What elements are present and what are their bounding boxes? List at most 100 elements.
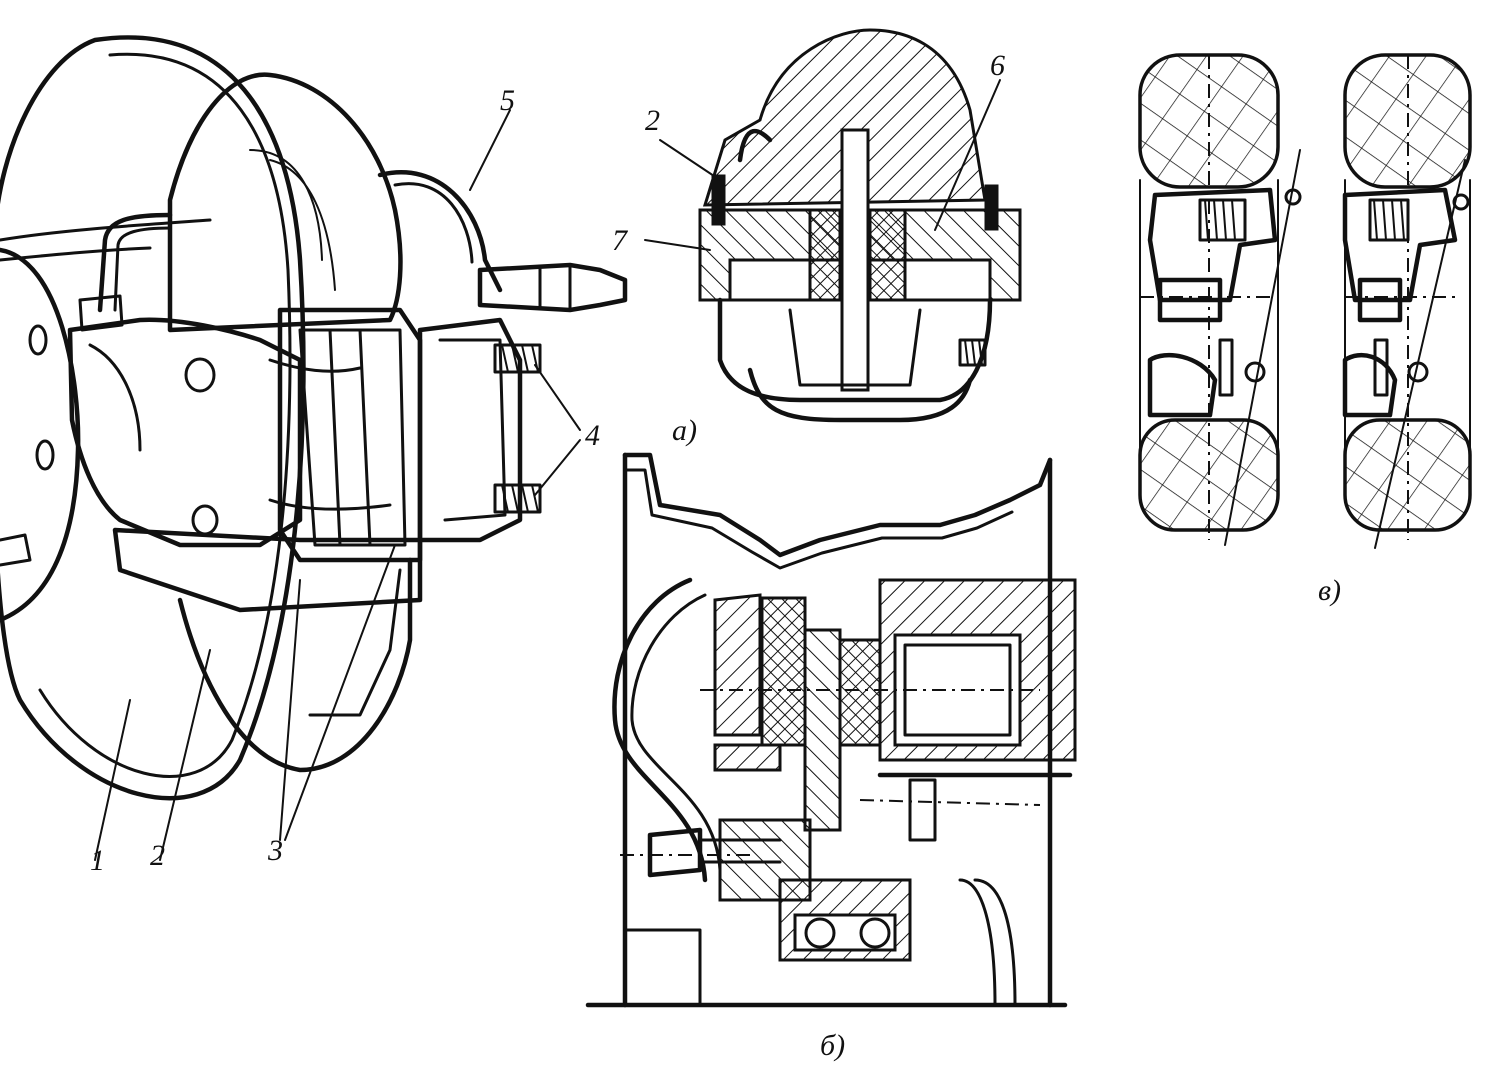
label-3: 3 bbox=[267, 834, 283, 867]
leader-a2 bbox=[659, 139, 721, 181]
brake-disc-outer bbox=[0, 35, 306, 801]
caliper-scheme-right bbox=[1342, 187, 1458, 303]
brake-pipe-5-inner bbox=[393, 182, 474, 264]
pivot-top-left bbox=[1284, 188, 1302, 206]
leader-a6 bbox=[934, 79, 1001, 231]
wheel-scheme-right bbox=[1342, 53, 1472, 549]
label-2: 2 bbox=[150, 839, 165, 872]
perspective-brake-assembly: 1 2 3 4 5 bbox=[0, 35, 628, 877]
leader-a7 bbox=[644, 239, 711, 251]
lower-detail-b-2 bbox=[958, 878, 997, 1007]
hub-scheme-left bbox=[1157, 277, 1223, 323]
lower-arm-scheme-left bbox=[1147, 352, 1218, 418]
caliper-edge bbox=[737, 128, 773, 163]
pad-pin bbox=[268, 358, 362, 373]
brake-pad-lining bbox=[298, 328, 407, 547]
pivot-bottom-right bbox=[1407, 361, 1429, 383]
piston-b bbox=[893, 633, 1022, 747]
shield-lower-tab bbox=[308, 568, 402, 717]
brake-disc-inner-edge bbox=[38, 52, 292, 778]
kingpin-axis-left bbox=[1224, 149, 1301, 546]
kingpin-axis-right bbox=[1374, 159, 1466, 549]
section-view-a: 2 7 6 а) bbox=[612, 28, 1022, 447]
frame-lines-left bbox=[1139, 179, 1279, 451]
brake-pipe-left-inner bbox=[113, 226, 172, 312]
pad-pin-2 bbox=[268, 498, 392, 511]
caliper-scheme-left bbox=[1147, 187, 1278, 303]
leader-4a bbox=[534, 364, 581, 431]
caliper-body bbox=[67, 317, 303, 548]
axis-line-b-2 bbox=[859, 799, 1041, 806]
pivot-bottom-left bbox=[1244, 361, 1266, 383]
shield-curve-2 bbox=[249, 149, 323, 261]
bolt-head-b bbox=[647, 827, 703, 878]
bolt-shank-b bbox=[698, 838, 782, 864]
bearing-ball-1 bbox=[804, 917, 836, 949]
hub-scheme-right bbox=[1357, 277, 1403, 323]
pad-line-2 bbox=[358, 328, 372, 547]
frame-lines-right bbox=[1344, 179, 1471, 451]
caliper-foot-b bbox=[713, 743, 782, 772]
pad-lining-a-right bbox=[868, 208, 907, 302]
leader-1 bbox=[94, 699, 131, 861]
shield-lower bbox=[177, 557, 413, 773]
disc-scheme-left bbox=[1218, 338, 1234, 397]
pad-lining-a-left bbox=[808, 208, 842, 302]
hub-nut bbox=[0, 533, 32, 567]
leader-2 bbox=[159, 649, 211, 861]
spring-a bbox=[958, 338, 987, 367]
leader-3a bbox=[279, 579, 301, 841]
disc-a bbox=[840, 128, 870, 392]
brake-pipe-left bbox=[97, 212, 173, 313]
hub-stud-hole-2 bbox=[35, 439, 55, 471]
pad-scheme-left bbox=[1198, 198, 1247, 242]
scheme-view-v: в) bbox=[1138, 53, 1472, 607]
lower-detail-b bbox=[623, 928, 702, 1007]
nut-b bbox=[908, 778, 937, 842]
lower-arm-scheme-right bbox=[1342, 352, 1398, 418]
section-view-b: б) bbox=[585, 452, 1077, 1062]
label-a7: 7 bbox=[612, 224, 629, 257]
pad-lining-b-right bbox=[838, 638, 882, 747]
bearing-ball-2 bbox=[859, 917, 891, 949]
caption-a: а) bbox=[672, 414, 697, 447]
hub-stud-hole bbox=[28, 324, 48, 356]
hub-a bbox=[788, 308, 922, 387]
wheel-disc-profile bbox=[612, 577, 708, 883]
label-1: 1 bbox=[90, 844, 105, 877]
shield-curve bbox=[269, 159, 336, 291]
pivot-top-right bbox=[1452, 193, 1470, 211]
lower-detail-b-3 bbox=[973, 878, 1017, 1007]
caption-b: б) bbox=[820, 1029, 845, 1062]
disc-scheme-right bbox=[1373, 338, 1389, 397]
pad-lining-b-left bbox=[760, 596, 807, 747]
piston-b-inner bbox=[903, 643, 1012, 737]
fitting-a bbox=[984, 184, 999, 231]
label-4: 4 bbox=[585, 419, 600, 452]
label-5: 5 bbox=[500, 84, 515, 117]
caliper-contour bbox=[88, 343, 142, 452]
leader-5 bbox=[469, 109, 511, 191]
caliper-bolt-2 bbox=[191, 504, 219, 536]
caliper-left-b bbox=[713, 593, 762, 737]
wheel-rim-profile bbox=[622, 452, 1053, 558]
pad-line bbox=[328, 328, 342, 547]
caliper-section-top bbox=[702, 28, 987, 207]
splash-shield bbox=[167, 72, 403, 333]
leader-3b bbox=[284, 544, 396, 841]
brake-pipe-5 bbox=[377, 170, 503, 293]
leader-4b bbox=[534, 439, 581, 496]
bleeder-nut bbox=[78, 294, 124, 332]
lower-contour-a bbox=[747, 367, 973, 423]
brake-hose-fitting bbox=[477, 262, 628, 313]
cylinder-housing-inner bbox=[438, 338, 507, 522]
caliper-bolt bbox=[184, 357, 216, 393]
mounting-bracket bbox=[112, 527, 423, 613]
disc-hub-line bbox=[0, 218, 212, 242]
label-a2: 2 bbox=[645, 104, 660, 137]
disc-b bbox=[803, 628, 842, 832]
wheel-disc-profile-inner bbox=[630, 593, 722, 872]
label-a6: 6 bbox=[990, 49, 1005, 82]
